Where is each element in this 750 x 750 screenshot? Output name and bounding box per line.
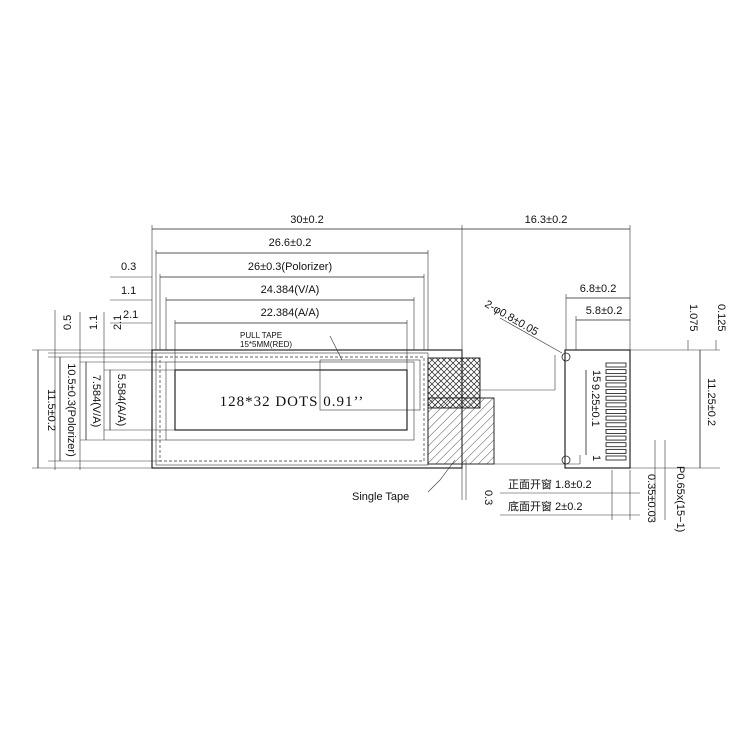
dim-v-0-5: 0.5	[62, 315, 74, 330]
dim-v-2-1: 2.1	[112, 315, 124, 330]
dim-outer-height: 11.5±0.2	[45, 389, 57, 431]
dim-r-0-125: 0.125	[715, 304, 727, 332]
connector-pin	[605, 442, 627, 448]
pull-tape-size: 15*5MM(RED)	[240, 340, 292, 349]
dim-aa-width-text: 22.384(A/A)	[261, 307, 320, 319]
dim-va-width: 24.384(V/A)	[166, 284, 414, 301]
single-tape-label: Single Tape	[352, 491, 409, 503]
dim-polarizer-height: 10.5±0.3(Polorizer)	[65, 363, 77, 456]
pin-15-label: 15	[590, 370, 602, 382]
vertical-offset-dims: 0.5 1.1 2.1	[54, 310, 124, 470]
connector-pin	[605, 415, 627, 421]
connector-pin	[605, 375, 627, 381]
left-height-dims: 11.5±0.2 10.5±0.3(Polorizer) 7.584(V/A) …	[37, 350, 127, 468]
dim-aa-width: 22.384(A/A)	[175, 307, 407, 324]
fpc-length-dims: 16.3±0.2 6.8±0.2 5.8±0.2	[462, 214, 631, 350]
dim-polarizer-width-text: 26±0.3(Polorizer)	[248, 261, 332, 273]
window-dims: 正面开窗 1.8±0.2 底面开窗 2±0.2 0.35±0.03 P0.65x…	[500, 440, 686, 532]
dim-pin-span: 9.25±0.1	[589, 384, 601, 427]
dim-polarizer-width: 26±0.3(Polorizer)	[160, 261, 424, 278]
dim-pitch: P0.65x(15−1)	[674, 466, 686, 532]
connector-pin	[605, 382, 627, 388]
dim-front-window: 正面开窗 1.8±0.2	[508, 477, 592, 491]
connector-pin	[605, 409, 627, 414]
dim-left-2-1: 2.1	[123, 309, 138, 321]
dim-left-1-1: 1.1	[121, 285, 136, 297]
dim-left-0-3: 0.3	[121, 261, 136, 273]
dim-outer-width-text: 30±0.2	[290, 214, 324, 226]
dim-fpc-6-8: 6.8±0.2	[580, 283, 617, 295]
width-extension-lines	[155, 250, 429, 370]
dim-r-1-075: 1.075	[687, 304, 699, 332]
dim-fpc-height: 11.25±0.2	[705, 378, 717, 426]
connector-pin	[605, 362, 627, 368]
display-resolution-label: 128*32 DOTS 0.91’’	[220, 394, 365, 410]
connector-pin	[605, 395, 627, 401]
dim-va-width-text: 24.384(V/A)	[261, 284, 320, 296]
connector-pin	[605, 448, 627, 454]
dim-holes: 2-φ0.8±0.05	[483, 298, 541, 338]
connector-pin	[605, 402, 627, 408]
connector-pin	[605, 389, 627, 394]
pin-1-label: 1	[590, 455, 602, 461]
left-offset-dims: 0.3 1.1 2.1	[110, 261, 152, 324]
dim-outer-width: 30±0.2	[152, 214, 462, 230]
dim-panel-width-text: 26.6±0.2	[269, 237, 312, 249]
connector-pin	[605, 369, 627, 375]
fpc-bond-area	[427, 350, 495, 500]
pull-tape-label: PULL TAPE	[240, 331, 282, 340]
right-height-dims: 11.25±0.2 1.075 0.125	[630, 304, 727, 469]
dim-v-1-1: 1.1	[88, 315, 100, 330]
dim-fpc-length: 16.3±0.2	[525, 214, 568, 226]
connector-pin	[605, 422, 627, 428]
dim-tape-gap: 0.3	[482, 490, 494, 505]
single-tape-callout: Single Tape	[352, 459, 456, 503]
dim-back-window: 底面开窗 2±0.2	[508, 499, 583, 513]
dim-va-height: 7.584(V/A)	[90, 375, 102, 428]
connector-pin	[605, 429, 627, 434]
fpc-ribbon	[466, 349, 631, 469]
dim-thickness: 0.35±0.03	[645, 474, 657, 523]
dim-panel-width: 26.6±0.2	[156, 237, 428, 254]
dim-fpc-5-8: 5.8±0.2	[586, 305, 623, 317]
mounting-holes: 2-φ0.8±0.05	[483, 298, 571, 465]
connector-pins	[605, 362, 627, 461]
left-reference-lines	[32, 349, 175, 469]
pull-tape: PULL TAPE 15*5MM(RED)	[240, 331, 421, 411]
connector-pin	[605, 435, 627, 441]
connector-pin	[605, 455, 627, 461]
dim-aa-height: 5.584(A/A)	[115, 374, 127, 427]
